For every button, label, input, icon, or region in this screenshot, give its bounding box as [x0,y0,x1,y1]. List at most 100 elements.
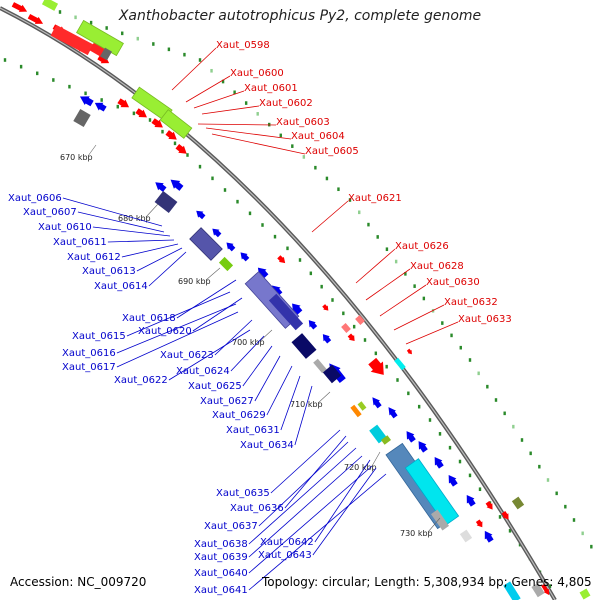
gc-dot-outer [555,491,558,496]
arrow-shape [257,267,269,279]
gc-dot-inner [148,118,152,122]
box-shape [511,496,525,510]
forward-gene-box [579,588,591,600]
arrow-shape [240,252,250,262]
reverse-gene-arrow [257,267,269,279]
gene-label-forward: Xaut_0604 [291,131,345,142]
gc-dot-outer [413,284,416,288]
gc-dot-outer [441,321,444,325]
box-shape [459,529,473,543]
forward-gene-arrow [475,519,483,528]
gene-labels: Xaut_0598Xaut_0600Xaut_0601Xaut_0602Xaut… [8,40,512,596]
gene-label-reverse: Xaut_0643 [258,550,312,561]
tick-label: 720 kbp [344,463,377,472]
gc-dot-inner [198,164,202,169]
leader-line-forward [205,127,292,140]
gene-label-reverse: Xaut_0638 [194,539,248,550]
gc-dot-inner [236,199,239,204]
tick-line [317,391,331,404]
leader-line-reverse [176,279,237,319]
gc-dot-outer [538,464,541,469]
reverse-gene-arrow [322,334,332,344]
leader-line-reverse [280,375,301,431]
reverse-gene-box [531,582,545,598]
gc-dot-inner [223,188,227,192]
leader-line-forward [193,90,245,109]
forward-gene-box [41,0,59,11]
gc-dot-outer [367,222,370,227]
gc-dot-outer [221,79,225,84]
gc-dot-outer [136,36,139,41]
gc-dot-inner [116,104,119,109]
box-shape [313,358,327,374]
arrow-shape [322,304,329,311]
reverse-gene-arrow [448,475,458,487]
reverse-gene-arrow [271,285,283,297]
box-shape [503,581,521,600]
box-shape [394,357,406,371]
box-shape [50,24,94,56]
reverse-gene-arrow [170,179,184,191]
forward-gene-box [341,323,351,333]
forward-gene-arrow [27,13,44,24]
tick-label: 700 kbp [232,338,265,347]
gene-label-reverse: Xaut_0620 [138,326,192,337]
arrow-shape [94,102,107,112]
gene-label-forward: Xaut_0628 [410,261,464,272]
box-shape [73,108,91,128]
leader-line-reverse [116,303,237,354]
forward-gene-arrow [135,108,147,118]
leader-line-forward [405,321,459,345]
forward-gene-box [394,357,406,371]
gc-dot-inner [161,129,164,134]
gc-dot-inner [273,234,277,239]
gc-dot-outer [105,26,108,30]
tick-label: 670 kbp [60,153,93,162]
box-shape [381,435,391,445]
arrow-shape [212,228,222,238]
gc-dot-outer [459,345,462,350]
arrow-shape [292,303,303,315]
box-shape [189,227,223,261]
leader-line-reverse [92,226,171,237]
arrow-shape [135,108,147,118]
arrow-shape [368,357,384,375]
arrow-shape [485,501,493,510]
leader-line-forward [211,133,306,155]
gc-dot-outer [581,531,584,536]
arrow-shape [347,333,355,342]
gc-dot-outer [210,68,213,73]
leader-line-reverse [242,345,273,387]
arrow-shape [541,583,550,596]
reverse-gene-box [268,293,304,331]
leader-line-reverse [270,429,341,494]
leader-line-reverse [214,319,253,356]
reverse-gene-arrow [226,242,236,252]
gene-label-forward: Xaut_0626 [395,241,449,252]
gene-label-reverse: Xaut_0635 [216,488,270,499]
gene-label-forward: Xaut_0598 [216,40,270,51]
arrow-shape [170,179,184,191]
gc-dot-inner [84,91,87,96]
gc-dot-outer [520,438,524,442]
reverse-gene-arrow [372,397,382,409]
leader-line-forward [379,284,427,317]
tick-line [259,329,273,342]
gc-dot-outer [512,424,515,429]
gc-dot-inner [478,487,482,492]
gc-dot-inner [298,258,302,262]
gc-dot-inner [331,298,334,302]
topology-text: Topology: circular; Length: 5,308,934 bp… [262,575,592,589]
arrow-shape [388,407,398,419]
forward-gene-arrow [541,583,550,596]
gc-dot-inner [52,78,55,82]
gene-label-forward: Xaut_0602 [259,98,313,109]
leader-line-reverse [116,311,239,368]
leader-line-reverse [314,459,371,543]
gene-label-forward: Xaut_0605 [305,146,359,157]
reverse-gene-box [322,364,342,384]
gene-label-reverse: Xaut_0642 [260,537,314,548]
gc-dot-outer [546,478,550,482]
